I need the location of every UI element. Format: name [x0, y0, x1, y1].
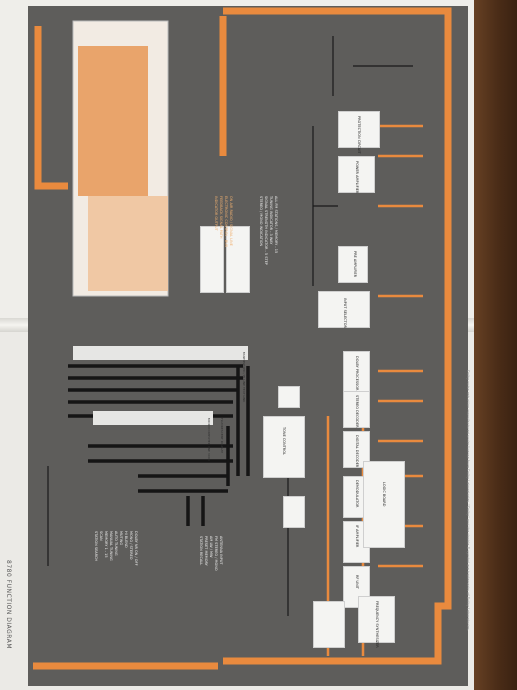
frequency-synthesizer-block: FREQUENCY SYNTHESIZER: [358, 596, 395, 648]
display-label: FLUORESCENT DISPLAY: [220, 418, 224, 454]
pre-amplifier-block: PRE AMPLIFIER: [338, 246, 368, 283]
bus-label: MULTIPLEXED / BI-LINE TEXT LINK: [242, 352, 246, 403]
left-notes: DOLBY NR ON / OFF MONO / STEREO HI BLEND…: [94, 531, 138, 566]
notes-panel-left: [200, 226, 224, 293]
function-diagram: INPUT SELECTOR PRE AMPLIFIER POWER AMPLI…: [28, 6, 468, 686]
diagram-caption: 8780 FUNCTION DIAGRAM: [5, 560, 12, 649]
microcomputer-bar: [93, 411, 213, 425]
notes-orange: ON AIR RADIO / SIGNAL LINE ELECTRONIC CO…: [214, 196, 233, 248]
control-bus-lines: [68, 364, 250, 526]
front-panel-orange-area: [78, 46, 148, 196]
protection-circuit-block: PROTECTION CIRCUIT: [338, 111, 380, 154]
logic-board-block: LOGIC BOARD: [363, 461, 405, 548]
stereo-decoder-block: STEREO DECODER: [343, 391, 370, 428]
microcomputer-label: MICROCOMPUTER / NE 3000: [207, 418, 211, 461]
dolby-processor-block: DOLBY PROCESSOR: [343, 351, 370, 393]
notes-white: ALL FM STATIONS / MEMORY - 15 TUNING IND…: [259, 196, 278, 265]
bus-bar: [73, 346, 248, 360]
power-amplifier-block: POWER AMPLIFIER: [338, 156, 375, 193]
tuner-front-block: [313, 601, 345, 648]
bottom-notes: ANTENNA INPUT FM STEREO / MONO AM LW / M…: [199, 536, 223, 571]
wood-table: [470, 0, 517, 690]
orange-main-path: [33, 7, 452, 670]
input-selector-block: INPUT SELECTOR: [318, 291, 370, 328]
front-panel-lower-area: [88, 196, 168, 291]
display-block: [278, 386, 300, 408]
fm-detector-block: [283, 496, 305, 528]
notes-panel-right: [226, 226, 250, 293]
tone-control-block: TONE CONTROL: [263, 416, 305, 478]
signal-lines: [33, 7, 452, 670]
footnote: Dolby noise reduction manufactured under…: [466, 370, 470, 631]
